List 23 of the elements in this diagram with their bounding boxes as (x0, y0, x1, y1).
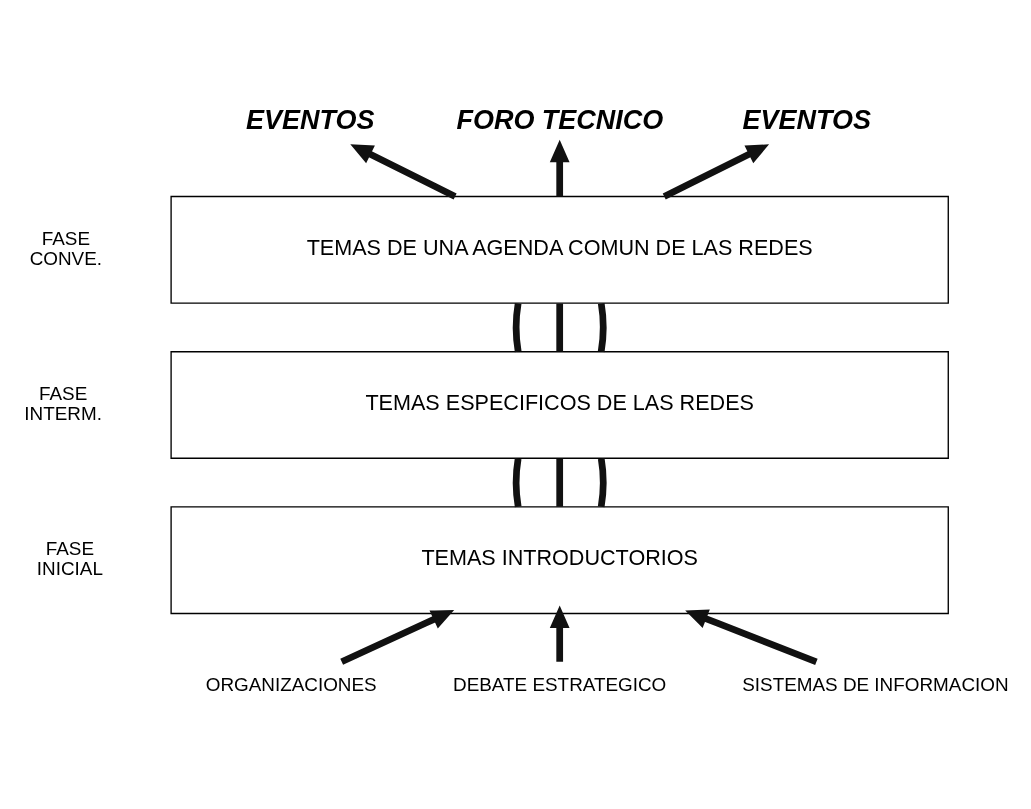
connector (597, 457, 607, 507)
arrow (340, 609, 455, 665)
arrow (685, 609, 818, 665)
arrow (549, 139, 570, 196)
arrow (549, 604, 570, 662)
node-text: EVENTOS (245, 104, 375, 135)
node-text: DEBATE ESTRATEGICO (453, 673, 667, 695)
node-text: FORO TECNICO (456, 104, 664, 135)
connector (556, 458, 564, 507)
node-text: SISTEMAS DE INFORMACION (742, 673, 1009, 695)
connector (597, 302, 607, 352)
arrow (662, 143, 770, 199)
node-label: FASE INTERM. (24, 382, 102, 424)
connector (512, 457, 522, 507)
connector (512, 302, 522, 352)
arrow (350, 143, 457, 199)
node-label: FASE INICIAL (36, 537, 103, 579)
node-text: ORGANIZACIONES (205, 673, 377, 695)
node-text: EVENTOS (742, 104, 871, 135)
node-label: FASE CONVE. (29, 227, 103, 269)
node-box: TEMAS ESPECIFICOS DE LAS REDES (170, 350, 949, 459)
node-box: TEMAS DE UNA AGENDA COMUN DE LAS REDES (170, 195, 949, 304)
node-box: TEMAS INTRODUCTORIOS (170, 505, 949, 614)
